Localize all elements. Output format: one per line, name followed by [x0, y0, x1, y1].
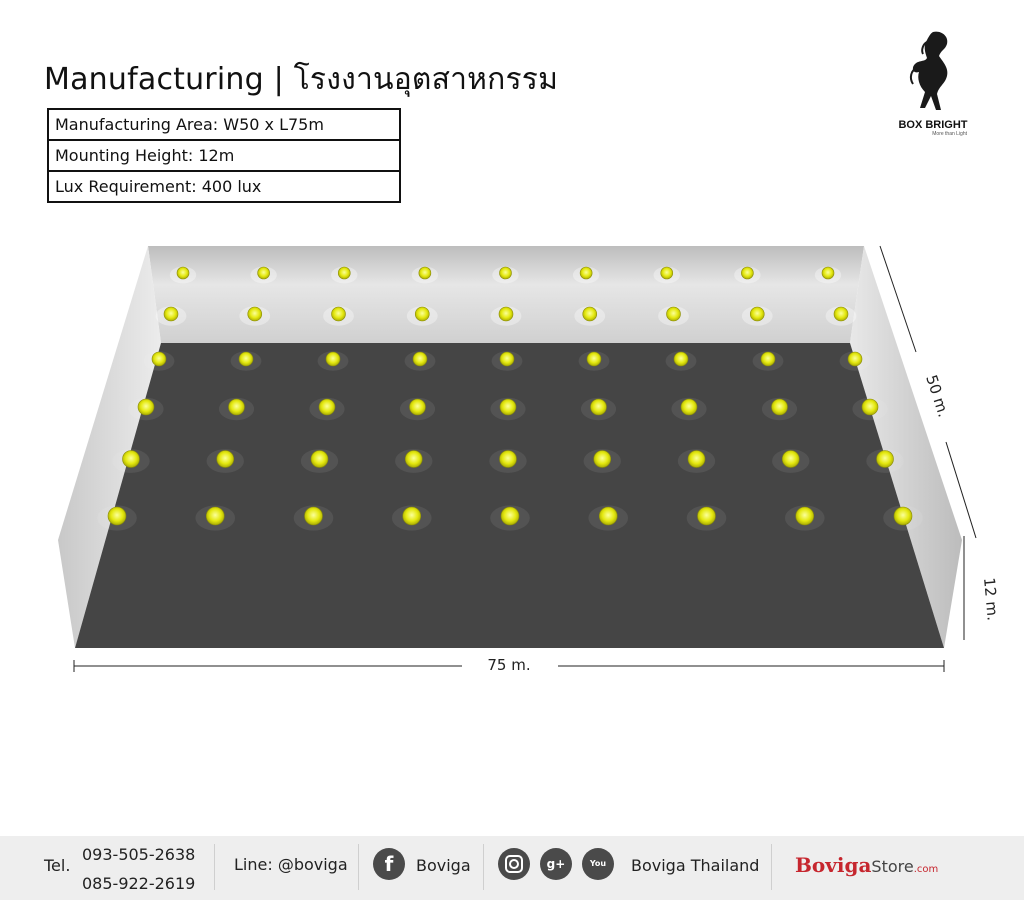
light-fixture: [176, 266, 190, 280]
horse-logo-icon: [909, 31, 948, 111]
width-dimension-label: 50 m.: [922, 373, 952, 420]
google-plus-icon[interactable]: g+: [540, 848, 572, 880]
light-fixture: [771, 398, 788, 416]
height-dimension-label: 12 m.: [980, 577, 1002, 622]
light-fixture: [593, 450, 612, 468]
tel-label: Tel.: [44, 856, 71, 875]
light-fixture: [499, 351, 515, 367]
back-wall: [148, 246, 864, 343]
instagram-icon[interactable]: [498, 848, 530, 880]
light-fixture: [163, 306, 179, 322]
footer-divider: [771, 844, 772, 890]
light-fixture: [325, 351, 341, 367]
light-fixture: [680, 398, 698, 416]
facebook-name[interactable]: Boviga: [416, 856, 471, 875]
brand-domain: .com: [913, 864, 939, 875]
light-fixture: [749, 306, 765, 322]
light-fixture: [404, 450, 423, 468]
light-fixture: [833, 306, 849, 322]
phone-2[interactable]: 085-922-2619: [82, 874, 196, 893]
youtube-icon[interactable]: You: [582, 848, 614, 880]
length-dimension-label: 75 m.: [487, 656, 530, 674]
left-wall: [58, 246, 161, 648]
light-fixture: [310, 450, 329, 468]
light-fixture: [666, 306, 681, 322]
light-fixture: [414, 306, 430, 322]
light-fixture: [205, 506, 225, 526]
light-fixture: [402, 506, 422, 526]
width-dimension-line: [879, 245, 917, 353]
light-fixture: [741, 266, 754, 280]
brand-main: Boviga: [795, 853, 872, 877]
page-title: Manufacturing | โรงงานอุตสาหกรรม: [44, 62, 559, 97]
logo-name: BOX BRIGHT: [898, 119, 968, 131]
spec-table: Manufacturing Area: W50 x L75m Mounting …: [47, 108, 401, 203]
light-fixture: [247, 306, 263, 322]
light-fixture: [409, 398, 426, 416]
light-fixture: [500, 506, 520, 526]
light-fixture: [257, 266, 270, 280]
light-fixture: [861, 398, 879, 416]
light-fixture: [499, 398, 517, 416]
light-fixtures: [97, 266, 923, 531]
light-fixture: [318, 398, 336, 416]
light-fixture: [122, 450, 140, 468]
footer-divider: [483, 844, 484, 890]
warehouse-lighting-diagram: 50 m. 12 m. 75 m.: [58, 245, 1002, 674]
light-fixture: [582, 306, 598, 322]
brand-logo: BOX BRIGHT More than Light: [893, 28, 973, 137]
light-fixture: [238, 351, 254, 367]
footer-divider: [214, 844, 215, 890]
floor: [75, 343, 944, 648]
light-fixture: [151, 351, 167, 367]
light-fixture: [499, 266, 512, 280]
light-fixture: [498, 306, 514, 322]
light-fixture: [418, 266, 432, 280]
light-fixture: [687, 450, 706, 468]
light-fixture: [412, 351, 428, 367]
facebook-icon[interactable]: f: [373, 848, 405, 880]
spec-area: Manufacturing Area: W50 x L75m: [49, 110, 399, 141]
light-fixture: [660, 266, 674, 280]
light-fixture: [579, 266, 593, 280]
light-fixture: [598, 506, 618, 526]
light-fixture: [893, 506, 913, 526]
light-fixture: [781, 450, 800, 468]
light-fixture: [821, 266, 835, 280]
light-fixture: [590, 398, 607, 416]
light-fixture: [847, 351, 863, 367]
light-fixture: [137, 398, 155, 416]
light-fixture: [795, 506, 815, 526]
light-fixture: [304, 506, 323, 526]
line-id[interactable]: Line: @boviga: [234, 855, 348, 874]
light-fixture: [697, 506, 716, 526]
logo-tagline: More than Light: [932, 131, 967, 137]
light-fixture: [876, 450, 894, 468]
light-fixture: [228, 398, 245, 416]
footer-divider: [358, 844, 359, 890]
footer: Tel. 093-505-2638 085-922-2619 Line: @bo…: [0, 836, 1024, 900]
light-fixture: [337, 266, 351, 280]
phone-1[interactable]: 093-505-2638: [82, 845, 196, 864]
light-fixture: [586, 351, 602, 367]
spec-mounting-height: Mounting Height: 12m: [49, 141, 399, 172]
light-fixture: [760, 351, 776, 367]
boviga-store-logo[interactable]: BovigaStore.com: [795, 853, 938, 877]
right-wall: [850, 246, 962, 648]
brand-store: Store: [871, 857, 914, 876]
light-fixture: [216, 450, 235, 468]
social-name[interactable]: Boviga Thailand: [631, 856, 760, 875]
spec-lux: Lux Requirement: 400 lux: [55, 177, 262, 196]
light-fixture: [107, 506, 127, 526]
light-fixture: [499, 450, 517, 468]
light-fixture: [331, 306, 346, 322]
width-dimension-line-lower: [945, 441, 977, 539]
light-fixture: [673, 351, 689, 367]
